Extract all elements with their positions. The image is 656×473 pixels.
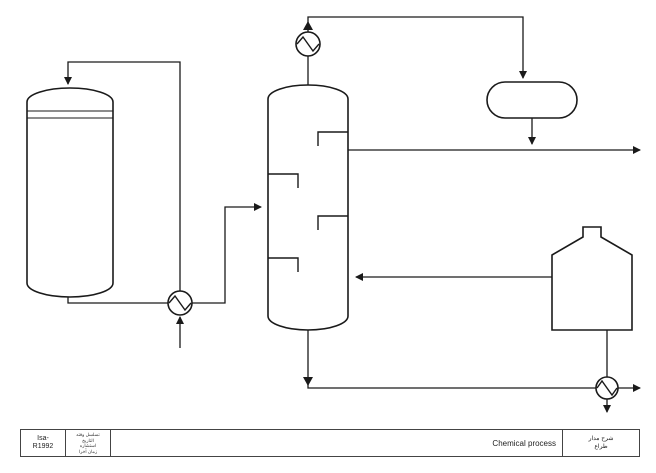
flow-arrow-up-icon <box>303 21 313 30</box>
right-label-line2: طراع <box>594 444 608 450</box>
title-block: Isa- R1992 تسلسل وقته التاريخ استشاره زم… <box>20 429 640 457</box>
feed-heater-zigzag-icon <box>168 294 192 312</box>
column-tray-3 <box>317 215 348 230</box>
column-feed-line <box>192 203 262 304</box>
note-line-2: التاريخ <box>82 437 94 443</box>
condenser-zigzag-icon <box>296 35 320 53</box>
storage-tank <box>551 226 633 331</box>
reflux-drum <box>486 81 578 119</box>
distillation-column <box>267 84 349 331</box>
note-line-1: تسلسل وقته <box>76 432 100 437</box>
recycle-line-to-vessel-top <box>64 61 181 291</box>
right-label-line1: شرح مدار <box>588 436 614 442</box>
flow-arrow-down-icon <box>303 377 313 386</box>
drawing-code-line2: R1992 <box>32 443 54 450</box>
drawing-title: Chemical process <box>492 438 556 448</box>
column-bottoms-line <box>307 330 596 389</box>
column-tray-2 <box>268 173 299 188</box>
note-line-4: زمان أخرا <box>78 448 98 454</box>
column-tray-4 <box>268 257 299 272</box>
drawing-code-line1: Isa- <box>37 435 49 442</box>
overhead-vapor-line <box>307 16 527 85</box>
vertical-vessel <box>26 87 114 298</box>
bottoms-cooler-zigzag-icon <box>596 379 618 397</box>
title-block-code-cell: Isa- R1992 <box>21 430 66 456</box>
column-tray-1 <box>317 131 348 146</box>
title-block-title-cell: Chemical process <box>111 430 563 456</box>
note-line-3: استشاره <box>79 443 97 448</box>
title-block-right-cell: شرح مدار طراع <box>563 430 639 456</box>
title-block-notes-cell: تسلسل وقته التاريخ استشاره زمان أخرا <box>66 430 111 456</box>
